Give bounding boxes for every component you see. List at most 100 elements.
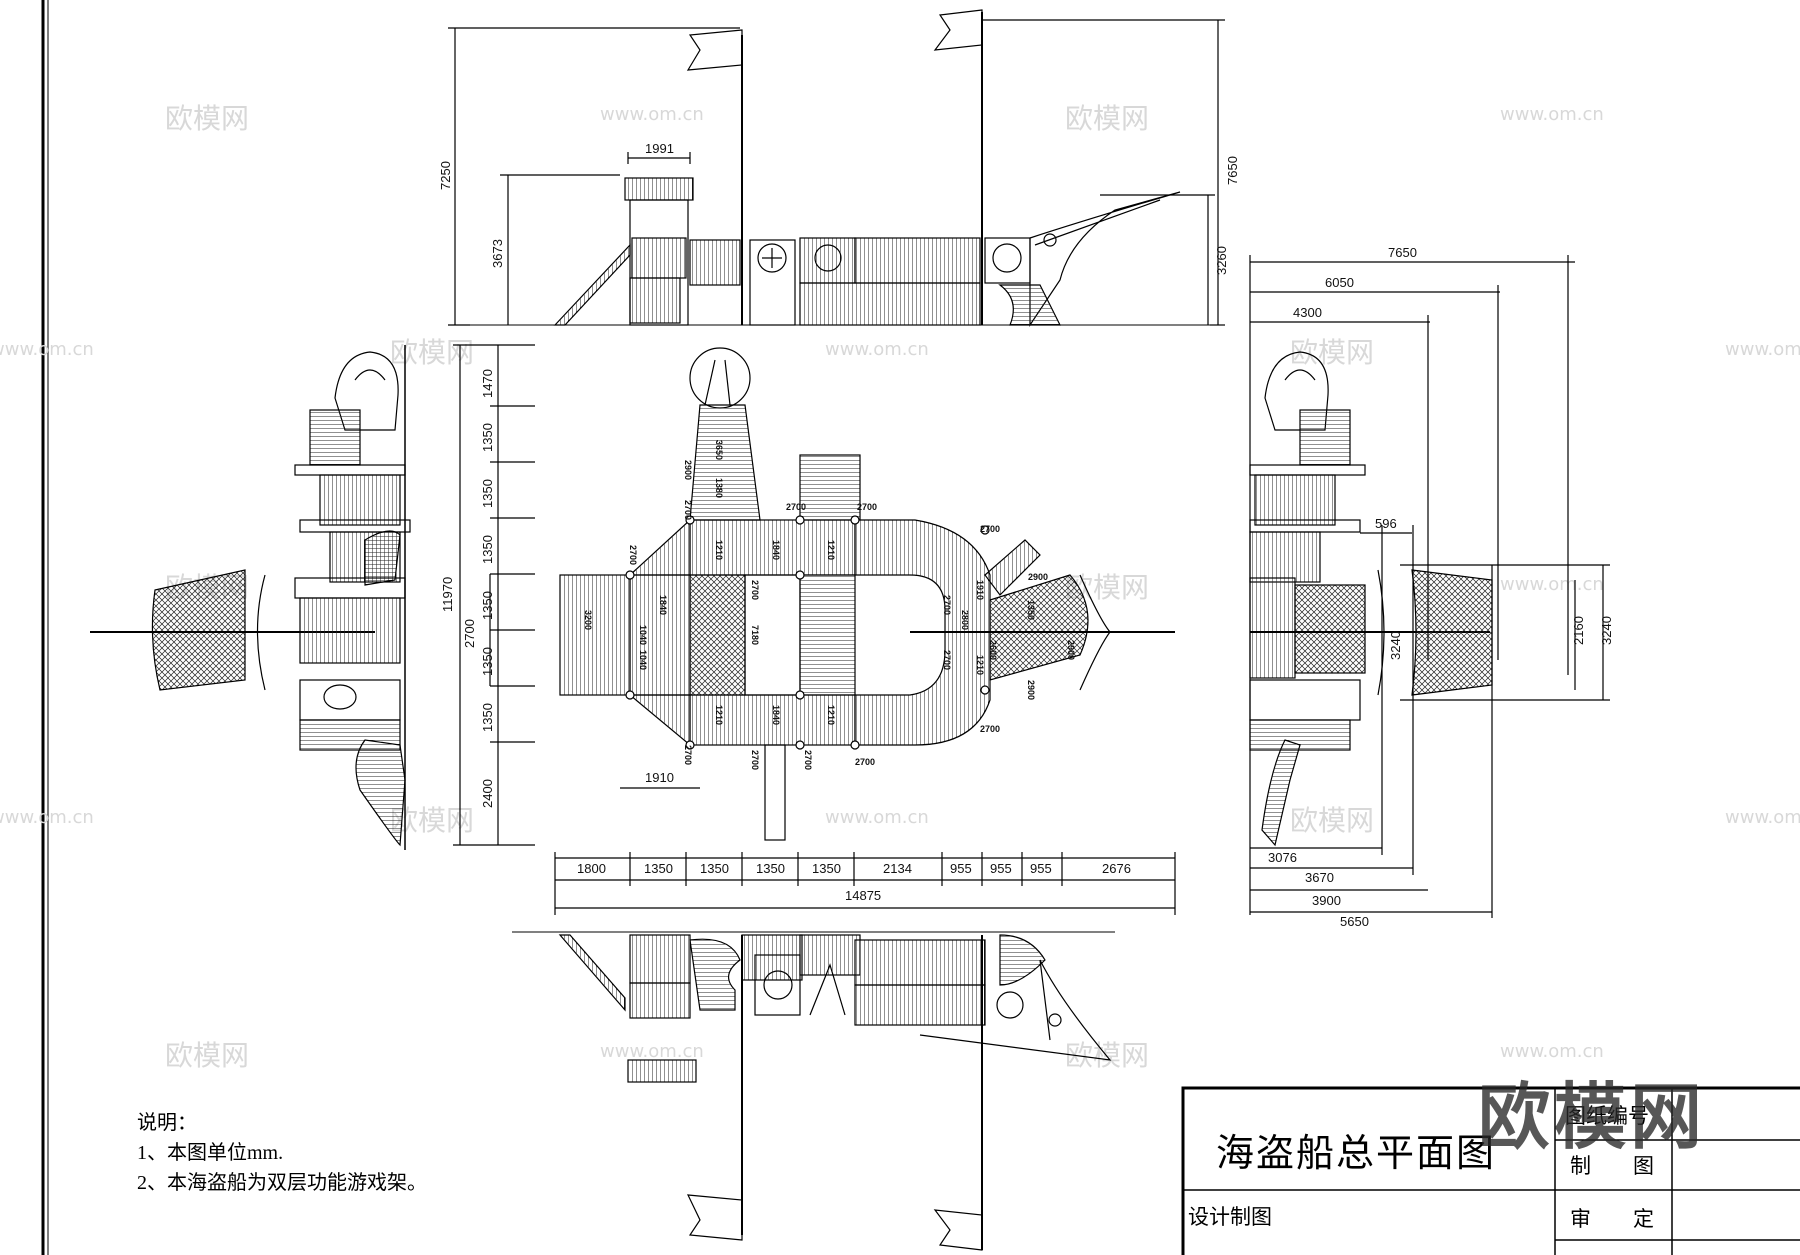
plan-label: 2600	[988, 640, 998, 660]
title-block	[1181, 1086, 1800, 1255]
approved-by-label: 审 定	[1570, 1207, 1654, 1231]
plan-dim-v7: 1350	[480, 703, 495, 732]
plan-dim-h7: 955	[950, 861, 972, 876]
dim-3240-mid: 3240	[1388, 631, 1403, 660]
plan-label: 2700	[683, 745, 693, 765]
dim-4300: 4300	[1293, 305, 1322, 320]
plan-label: 1040	[638, 625, 648, 645]
drawn-by-label: 制 图	[1570, 1154, 1654, 1178]
plan-label: 2700	[803, 750, 813, 770]
plan-label: 1210	[714, 705, 724, 725]
plan-dim-h1: 1800	[577, 861, 606, 876]
dim-3076: 3076	[1268, 850, 1297, 865]
plan-label: 3650	[714, 440, 724, 460]
plan-label: 1040	[638, 650, 648, 670]
notes-item-2: 2、本海盗船为双层功能游戏架。	[137, 1172, 427, 1194]
watermark-url: www.om.cn	[1500, 574, 1604, 595]
plan-label: 2700	[683, 500, 693, 520]
plan-label: 2900	[1028, 572, 1048, 582]
plan-label: 2700	[942, 650, 952, 670]
watermark-small: 欧模网	[390, 336, 474, 369]
dim-3260: 3260	[1214, 246, 1229, 275]
watermark-logo: 欧模网	[1478, 1075, 1707, 1159]
plan-label: 2700	[855, 757, 875, 767]
dim-7650-right: 7650	[1388, 245, 1417, 260]
plan-label: 2700	[980, 724, 1000, 734]
plan-dimensions: 1470 1350 1350 1350 1350 1350 1350 2400 …	[440, 369, 1131, 903]
plan-label: 1840	[771, 540, 781, 560]
plan-dim-v4: 1350	[480, 535, 495, 564]
plan-label: 1840	[771, 705, 781, 725]
watermark-small: 欧模网	[1065, 102, 1149, 135]
plan-dim-h5: 1350	[812, 861, 841, 876]
top-elevation-dims: 1991 7250 3673 7650 3260	[438, 141, 1240, 275]
plan-label: 1350	[1026, 600, 1036, 620]
watermark-url: www.om.cn	[0, 339, 94, 360]
watermark-url: www.om.cn	[0, 807, 94, 828]
plan-label: 2700	[750, 750, 760, 770]
plan-dim-small: 1910	[645, 770, 674, 785]
plan-label: 2700	[750, 580, 760, 600]
dim-3900: 3900	[1312, 893, 1341, 908]
dim-1991: 1991	[645, 141, 674, 156]
plan-dim-v8: 2400	[480, 779, 495, 808]
plan-dim-v1: 1470	[480, 369, 495, 398]
plan-label: 2800	[960, 610, 970, 630]
notes-heading: 说明：	[137, 1112, 197, 1134]
dim-596: 596	[1375, 516, 1397, 531]
notes-block: 说明： 1、本图单位mm. 2、本海盗船为双层功能游戏架。	[137, 1108, 427, 1198]
plan-dim-inner: 2700	[462, 619, 477, 648]
plan-label: 2700	[857, 502, 877, 512]
plan-label: 1840	[658, 595, 668, 615]
watermark-small: 欧模网	[165, 102, 249, 135]
plan-dim-h3: 1350	[700, 861, 729, 876]
watermark-url: www.om.cn	[600, 1041, 704, 1062]
plan-dim-h2: 1350	[644, 861, 673, 876]
left-elevation-view	[90, 345, 411, 850]
plan-label: 3200	[583, 610, 593, 630]
plan-dim-total-v: 11970	[440, 577, 455, 612]
plan-dim-h6: 2134	[883, 861, 912, 876]
plan-label: 1210	[826, 705, 836, 725]
dim-7650: 7650	[1225, 156, 1240, 185]
drawing-number-label: 图纸编号	[1565, 1104, 1649, 1128]
plan-view	[453, 344, 1176, 915]
plan-label: 2700	[980, 524, 1000, 534]
watermark-url: www.om.cn	[600, 104, 704, 125]
plan-dim-h4: 1350	[756, 861, 785, 876]
plan-label: 2700	[786, 502, 806, 512]
plan-label: 2700	[628, 545, 638, 565]
top-elevation-view	[448, 9, 1225, 327]
watermark-small: 欧模网	[165, 1039, 249, 1072]
watermark-url: www.om.cn	[1725, 807, 1800, 828]
dim-3670: 3670	[1305, 870, 1334, 885]
dim-6050: 6050	[1325, 275, 1354, 290]
plan-dim-v3: 1350	[480, 479, 495, 508]
watermark-url: www.om.cn	[1500, 104, 1604, 125]
watermark-url: www.om.cn	[1725, 339, 1800, 360]
notes-item-1: 1、本图单位mm.	[137, 1142, 284, 1164]
watermark-small: 欧模网	[1290, 804, 1374, 837]
plan-label: 1210	[826, 540, 836, 560]
plan-label: 1910	[975, 580, 985, 600]
plan-label: 2700	[942, 595, 952, 615]
plan-label: 2900	[1026, 680, 1036, 700]
dim-2160: 2160	[1571, 616, 1586, 645]
plan-dim-total-h: 14875	[845, 888, 881, 903]
right-elevation-dims: 7650 6050 4300 596 3240 2160 3240 3076 3…	[1268, 245, 1614, 929]
dim-3240: 3240	[1599, 616, 1614, 645]
plan-dim-h8: 955	[990, 861, 1012, 876]
bottom-elevation-view	[512, 931, 1115, 1251]
drawing-title: 海盗船总平面图	[1216, 1133, 1497, 1175]
design-label: 设计制图	[1188, 1205, 1272, 1229]
watermark-url: www.om.cn	[1500, 1041, 1604, 1062]
plan-label: 2900	[1066, 640, 1076, 660]
dim-3673: 3673	[490, 239, 505, 268]
watermark-url: www.om.cn	[825, 807, 929, 828]
dim-5650: 5650	[1340, 914, 1369, 929]
dim-7250: 7250	[438, 161, 453, 190]
plan-label: 1210	[975, 655, 985, 675]
plan-label: 1380	[714, 478, 724, 498]
plan-label: 7180	[750, 625, 760, 645]
